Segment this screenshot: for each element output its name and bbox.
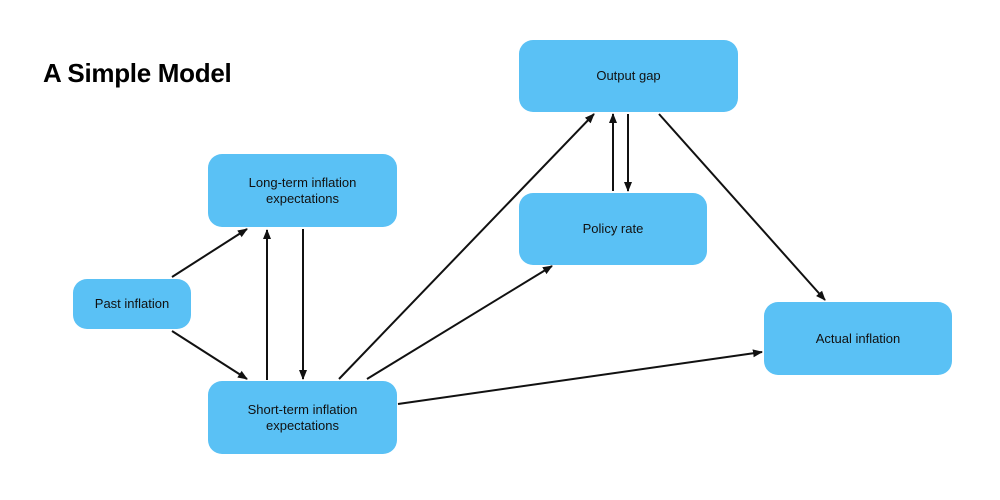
node-actual-inflation-label: Actual inflation bbox=[815, 330, 901, 346]
node-actual-inflation: Actual inflation bbox=[764, 302, 952, 375]
edge-past-to-short bbox=[171, 330, 248, 380]
edge-short-to-policy bbox=[366, 265, 553, 380]
node-policy-rate: Policy rate bbox=[519, 193, 707, 265]
diagram-title: A Simple Model bbox=[43, 58, 232, 88]
node-short-term-inflation-expectations: Short-term inflation expectations bbox=[208, 381, 397, 454]
edge-output-to-actual bbox=[658, 113, 826, 301]
node-output-gap: Output gap bbox=[519, 40, 738, 112]
edge-short-to-output bbox=[338, 113, 595, 380]
edge-past-to-long bbox=[171, 228, 248, 278]
node-short-term-label: Short-term inflation expectations bbox=[247, 401, 358, 433]
node-output-gap-label: Output gap bbox=[596, 68, 661, 83]
edge-short-to-actual bbox=[397, 349, 763, 405]
node-past-inflation: Past inflation bbox=[73, 279, 191, 329]
node-past-inflation-label: Past inflation bbox=[94, 296, 170, 311]
node-long-term-inflation-expectations: Long-term inflation expectations bbox=[208, 154, 397, 227]
node-policy-rate-label: Policy rate bbox=[582, 221, 644, 236]
node-long-term-label: Long-term inflation expectations bbox=[248, 174, 357, 206]
